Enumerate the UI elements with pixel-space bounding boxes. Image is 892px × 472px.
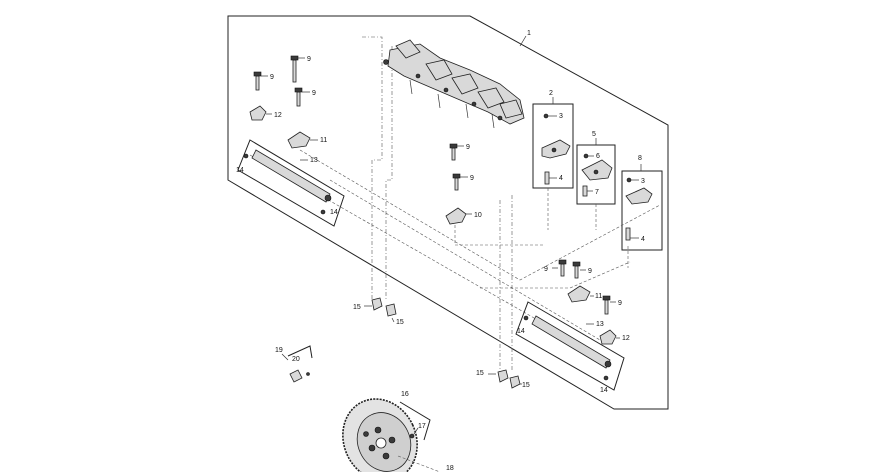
callout-3a: 3: [559, 113, 563, 120]
callout-14d: 14: [600, 387, 608, 394]
rocker-arm-8: [625, 187, 653, 205]
callout-1: 1: [527, 30, 531, 37]
bolt-9b: [292, 59, 297, 83]
bolt-9h: [604, 299, 609, 315]
callout-6: 6: [596, 153, 600, 160]
fitting-19: [289, 369, 303, 383]
callout-15c: 15: [476, 370, 484, 377]
callout-15d: 15: [522, 382, 530, 389]
leader-1: [519, 35, 527, 47]
callout-14c: 14: [517, 328, 525, 335]
callout-9e: 9: [470, 175, 474, 182]
callout-14b: 14: [330, 209, 338, 216]
bolt-9d: [451, 147, 456, 161]
callout-19: 19: [275, 347, 283, 354]
nut-3a: [543, 113, 549, 119]
plug-14c: [523, 315, 529, 321]
shaft-group-box-left: [237, 139, 345, 227]
support-10: [445, 207, 467, 225]
adjuster-screw-7: [582, 185, 588, 197]
assembly-outline: [227, 15, 669, 410]
adjuster-screw-4b: [625, 227, 631, 241]
clip-15c: [497, 369, 509, 383]
callout-11b: 11: [595, 293, 602, 300]
callout-4a: 4: [559, 175, 563, 182]
callout-9g: 9: [588, 268, 592, 275]
callout-20: 20: [292, 356, 300, 363]
callout-9a: 9: [270, 74, 274, 81]
centerline-a: [362, 36, 383, 300]
plug-14b: [320, 209, 326, 215]
callout-7: 7: [595, 189, 599, 196]
clip-15a: [371, 297, 383, 311]
callout-9c: 9: [312, 90, 316, 97]
clip-15d: [509, 375, 521, 389]
callout-18: 18: [446, 465, 454, 472]
flywheel-16: [342, 398, 418, 472]
callout-9h: 9: [618, 300, 622, 307]
callout-15a: 15: [353, 304, 361, 311]
callout-9b: 9: [307, 56, 311, 63]
adjuster-screw-4a: [544, 171, 550, 185]
callout-13a: 13: [310, 157, 318, 164]
centerline-b: [385, 46, 393, 300]
bolt-17: [409, 433, 415, 439]
nut-6: [583, 153, 589, 159]
callout-11a: 11: [320, 137, 327, 144]
callout-12a: 12: [274, 112, 282, 119]
callout-5: 5: [592, 131, 596, 138]
shaft-axis-mid: [299, 149, 661, 281]
callout-2: 2: [549, 90, 553, 97]
plug-14a: [243, 153, 249, 159]
shaft-group-box-right: [515, 301, 625, 391]
callout-9f: 9: [544, 266, 548, 273]
callout-9d: 9: [466, 144, 470, 151]
plug-14d: [603, 375, 609, 381]
callout-13b: 13: [596, 321, 604, 328]
support-12a: [249, 105, 267, 121]
callout-3b: 3: [641, 178, 645, 185]
shaft-axis-right: [329, 179, 601, 341]
bolt-9g: [574, 265, 579, 279]
support-12b: [599, 329, 617, 345]
callout-14a: 14: [236, 167, 244, 174]
bolt-9f: [560, 263, 565, 277]
support-11b: [567, 285, 591, 303]
subassembly-box-8: [621, 170, 663, 251]
callout-12b: 12: [622, 335, 630, 342]
nut-3b: [626, 177, 632, 183]
bolt-9c: [296, 91, 301, 107]
bracket-20: [287, 345, 313, 359]
callout-15b: 15: [396, 319, 404, 326]
clip-15b: [385, 303, 397, 317]
callout-16: 16: [401, 391, 409, 398]
callout-10: 10: [474, 212, 482, 219]
bolt-9e: [454, 177, 459, 191]
callout-4b: 4: [641, 236, 645, 243]
rocker-shaft-13b: [531, 315, 611, 369]
bolt-9a: [255, 75, 260, 91]
callout-8: 8: [638, 155, 642, 162]
support-11a: [287, 131, 311, 149]
rocker-shaft-13a: [251, 149, 331, 203]
callout-17: 17: [418, 423, 426, 430]
rocker-arm-assembly: [383, 39, 525, 129]
shaft-axis-left: [249, 154, 556, 331]
